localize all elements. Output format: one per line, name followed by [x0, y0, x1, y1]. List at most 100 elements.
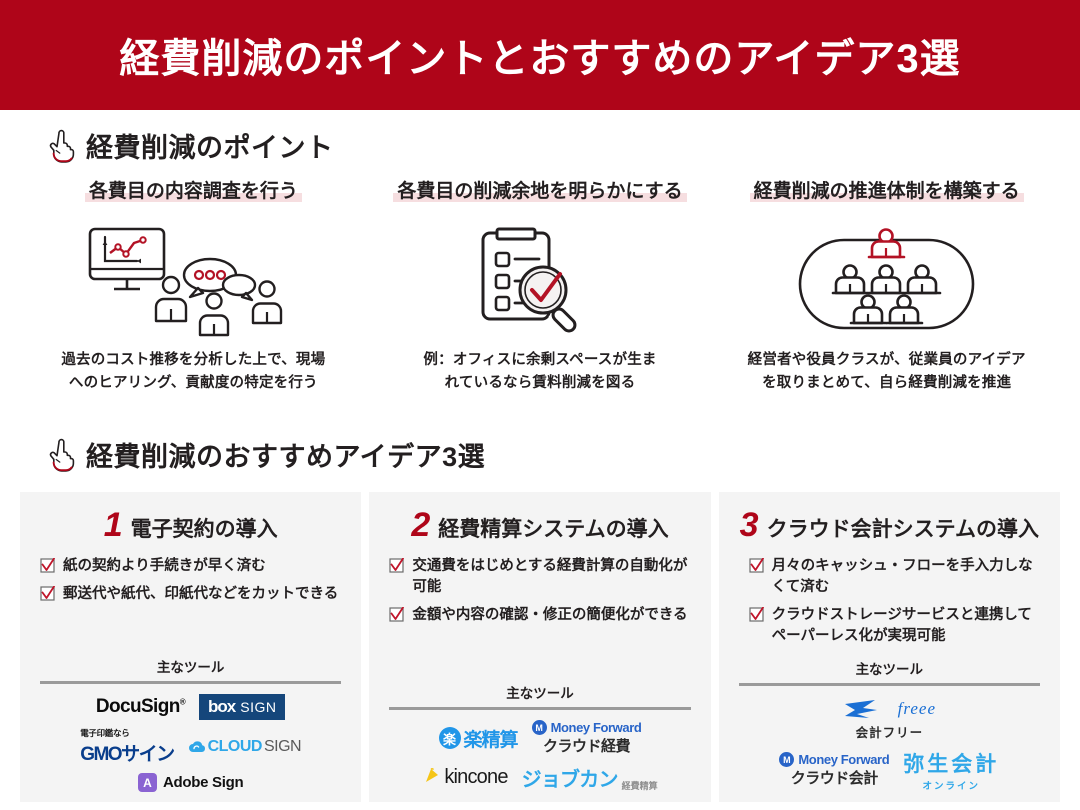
logo-cloudsign-part1: CLOUD: [207, 737, 263, 755]
point-description-1-line2: へのヒアリング、貢献度の特定を行う: [68, 375, 318, 392]
bullet-item: クラウドストレージサービスと連携してペーパーレス化が実現可能: [749, 605, 1046, 647]
bullet-item: 月々のキャッシュ・フローを手入力しなくて済む: [749, 556, 1046, 598]
section-heading-points-label: 経費削減のポイント: [86, 133, 334, 163]
point-column-1: 各費目の内容調査を行う: [20, 176, 367, 406]
logo-mf-brand-row: M Money Forward: [779, 752, 890, 767]
point-title-wrap-3: 経費削減の推進体制を構築する: [749, 176, 1024, 203]
idea-head-1: 1 電子契約の導入: [34, 508, 347, 543]
tools-block-3: 主なツール freee 会計フリー: [733, 658, 1046, 792]
logo-mf-sub: クラウド会計: [790, 770, 879, 787]
point-title-highlight-2: [393, 193, 687, 202]
logo-jobcan-main: ジョブカン: [521, 769, 619, 791]
bullet-text: 郵送代や紙代、印紙代などをカットできる: [63, 586, 339, 603]
idea-number-3: 3: [739, 506, 759, 544]
moneyforward-mark-icon: M: [779, 752, 795, 767]
point-column-3: 経費削減の推進体制を構築する: [713, 176, 1060, 406]
idea-card-3: 3 クラウド会計システムの導入 月々のキャッシュ・フローを手入力しなくて済む: [718, 492, 1060, 802]
tool-logos-3: freee 会計フリー M Money Forward クラウド会計: [733, 696, 1046, 792]
tool-logos-1: DocuSign® box SIGN 電子印鑑なら GMOサイン: [34, 694, 347, 792]
bullet-item: 紙の契約より手続きが早く済む: [40, 556, 347, 577]
logo-line: DocuSign® box SIGN: [96, 694, 286, 720]
point-description-2: 例：オフィスに余剰スペースが生ま れているなら賃料削減を図る: [423, 349, 656, 395]
cloud-icon: [188, 740, 205, 752]
adobe-mark-icon: A: [138, 773, 157, 792]
bullet-item: 郵送代や紙代、印紙代などをカットできる: [40, 584, 347, 605]
point-art-3: [784, 221, 989, 339]
point-description-1: 過去のコスト推移を分析した上で、現場 へのヒアリング、貢献度の特定を行う: [61, 349, 325, 395]
point-description-3-line1: 経営者や役員クラスが、従業員のアイデア: [747, 352, 1026, 368]
tools-label-1: 主なツール: [156, 660, 225, 675]
point-title-highlight-1: [84, 193, 302, 202]
logo-freee: freee 会計フリー: [843, 696, 936, 741]
point-description-1-line1: 過去のコスト推移を分析した上で、現場: [61, 352, 326, 368]
logo-line: 楽 楽精算 M Money Forward クラウド経費: [438, 720, 642, 756]
idea-head-2: 2 経費精算システムの導入: [383, 508, 696, 543]
ideas-row: 1 電子契約の導入 紙の契約より手続きが早く済む: [20, 492, 1060, 802]
header-band: 経費削減のポイントとおすすめのアイデア3選: [0, 0, 1080, 110]
monitor-chart-people-icon: [89, 227, 283, 336]
logo-mf-sub: クラウド経費: [542, 738, 631, 755]
bullet-item: 交通費をはじめとする経費計算の自動化が可能: [389, 556, 696, 598]
bullet-text: 紙の契約より手続きが早く済む: [63, 558, 266, 574]
logo-yayoi-main: 弥生会計: [903, 753, 1000, 776]
point-description-3: 経営者や役員クラスが、従業員のアイデア を取りまとめて、自ら経費削減を推進: [748, 349, 1026, 395]
logo-mf-brand: Money Forward: [550, 720, 642, 735]
logo-box-sign-part2: SIGN: [240, 699, 277, 715]
logo-kincone-text: kincone: [444, 766, 508, 788]
checkbox-check-icon: [389, 557, 405, 573]
section-heading-points: 経費削減のポイント: [46, 126, 334, 165]
idea-title-1: 電子契約の導入: [130, 518, 278, 541]
idea-head-3: 3 クラウド会計システムの導入: [733, 508, 1046, 543]
pointing-hand-icon: [46, 129, 76, 163]
point-column-2: 各費目の削減余地を明らかにする: [367, 176, 714, 406]
logo-jobcan-sub: 経費精算: [621, 781, 658, 791]
point-title-1: 各費目の内容調査を行う: [88, 181, 298, 202]
bullet-text: 月々のキャッシュ・フローを手入力しなくて済む: [771, 558, 1033, 596]
logo-freee-top: freee: [843, 696, 936, 722]
idea-bullets-1: 紙の契約より手続きが早く済む 郵送代や紙代、印紙代などをカットできる: [34, 556, 347, 605]
logo-docusign-text: DocuSign: [95, 696, 180, 717]
point-title-3: 経費削減の推進体制を構築する: [753, 181, 1020, 202]
logo-gmo-sign-main: GMOサイン: [80, 744, 175, 765]
pointing-hand-icon: [46, 438, 76, 472]
point-art-2: [455, 221, 625, 339]
tools-divider-2: [389, 707, 691, 710]
section-heading-ideas: 経費削減のおすすめアイデア3選: [46, 435, 485, 474]
checkbox-check-icon: [389, 606, 405, 622]
logo-moneyforward-kaikei: M Money Forward クラウド会計: [779, 752, 890, 788]
checkbox-check-icon: [40, 557, 55, 573]
checkbox-check-icon: [749, 557, 764, 573]
tools-divider-3: [738, 683, 1040, 686]
checkbox-check-icon: [40, 585, 55, 601]
logo-jobcan: ジョブカン 経費精算: [522, 763, 658, 792]
logo-cloudsign-part2: SIGN: [263, 737, 302, 755]
logo-rakuraku-text: 楽精算: [463, 729, 519, 751]
logo-line: kincone ジョブカン 経費精算: [422, 763, 658, 792]
logo-line: A Adobe Sign: [138, 773, 244, 792]
logo-freee-word: freee: [897, 699, 936, 718]
logo-line: M Money Forward クラウド会計 弥生会計 オンライン: [779, 748, 999, 792]
tools-block-1: 主なツール DocuSign® box SIGN 電子印鑑なら GMOサイン: [34, 656, 347, 792]
tools-label-3: 主なツール: [855, 662, 924, 677]
logo-rakuraku-mark: 楽: [438, 727, 461, 749]
idea-card-2: 2 経費精算システムの導入 交通費をはじめとする経費計算の自動化が可能: [369, 492, 711, 802]
idea-number-2: 2: [411, 506, 430, 544]
point-art-1: [68, 221, 318, 339]
idea-card-1: 1 電子契約の導入 紙の契約より手続きが早く済む: [20, 492, 362, 802]
point-description-2-line2: れているなら賃料削減を図る: [444, 375, 636, 392]
logo-docusign-mark: ®: [179, 697, 186, 707]
bullet-item: 金額や内容の確認・修正の簡便化ができる: [389, 605, 696, 626]
bell-icon: [422, 766, 442, 790]
tool-logos-2: 楽 楽精算 M Money Forward クラウド経費: [383, 720, 696, 792]
logo-line: 電子印鑑なら GMOサイン CLOUD SIGN: [80, 727, 301, 766]
logo-mf-brand: Money Forward: [798, 752, 890, 767]
logo-gmo-sign: 電子印鑑なら GMOサイン: [80, 727, 175, 766]
bullet-text: クラウドストレージサービスと連携してペーパーレス化が実現可能: [771, 607, 1032, 645]
point-title-2: 各費目の削減余地を明らかにする: [397, 181, 683, 202]
logo-docusign: DocuSign®: [95, 696, 186, 718]
moneyforward-mark-icon: M: [531, 720, 547, 735]
logo-adobe-sign-text: Adobe Sign: [163, 774, 244, 791]
checkbox-check-icon: [749, 606, 764, 622]
logo-yayoi-sub: オンライン: [922, 781, 980, 792]
